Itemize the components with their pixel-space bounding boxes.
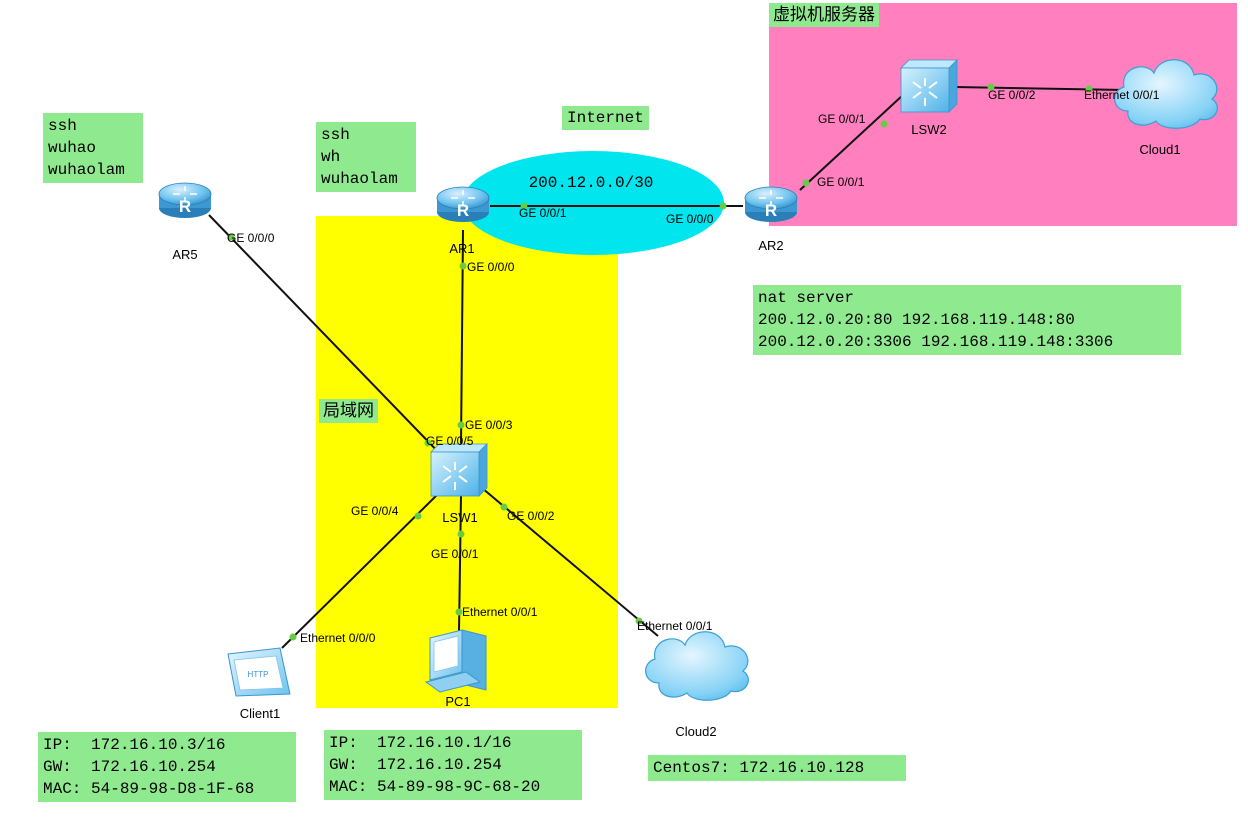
port-dot-lsw1-ge005 xyxy=(424,439,432,447)
cloud2-icon[interactable] xyxy=(645,631,749,701)
switch-lsw1-icon[interactable] xyxy=(430,443,488,497)
internet-zone xyxy=(462,151,724,255)
port-label-lsw2-ge001: GE 0/0/1 xyxy=(818,112,866,126)
link-lsw1-client1 xyxy=(281,491,441,649)
link-lsw1-cloud2 xyxy=(481,487,659,637)
note-line: wh xyxy=(321,148,341,166)
note-line: IP: 172.16.10.1/16 xyxy=(329,734,512,752)
port-dot-ar1-ge001 xyxy=(520,202,528,210)
internet-zone-title: Internet xyxy=(562,106,649,130)
port-label-cloud2-eth: Ethernet 0/0/1 xyxy=(637,619,713,633)
router-ar5-icon[interactable] xyxy=(158,182,212,219)
port-dot-lsw2-ge002 xyxy=(987,83,995,91)
port-label-ar5-ge000: GE 0/0/0 xyxy=(227,231,275,245)
note-line: IP: 172.16.10.3/16 xyxy=(43,736,226,754)
note-line: MAC: 54-89-98-D8-1F-68 xyxy=(43,780,255,798)
internet-subnet-label: 200.12.0.0/30 xyxy=(529,174,654,192)
client1-icon-text: HTTP xyxy=(248,670,269,679)
note-line: Centos7: 172.16.10.128 xyxy=(653,759,865,777)
port-dot-cloud1-eth xyxy=(1085,85,1093,93)
port-label-lsw2-ge002: GE 0/0/2 xyxy=(988,88,1036,102)
port-dot-pc1-eth xyxy=(455,608,463,616)
port-dot-ar2-ge000 xyxy=(719,202,727,210)
note-nat-server: nat server 200.12.0.20:80 192.168.119.148… xyxy=(753,285,1181,355)
note-ar1-ssh: ssh wh wuhaolam xyxy=(316,122,416,192)
note-line: GW: 172.16.10.254 xyxy=(43,758,216,776)
port-dot-lsw1-ge003 xyxy=(457,421,465,429)
note-ar5-ssh: ssh wuhao wuhaolam xyxy=(43,113,143,183)
device-label-cloud1: Cloud1 xyxy=(1139,142,1180,157)
port-dot-ar5-ge000 xyxy=(227,233,235,241)
port-label-ar1-ge000: GE 0/0/0 xyxy=(467,260,515,274)
port-label-ar2-ge001: GE 0/0/1 xyxy=(817,175,865,189)
note-line: wuhaolam xyxy=(48,161,125,179)
router-ar1-icon[interactable] xyxy=(436,186,490,223)
device-label-client1: Client1 xyxy=(240,706,280,721)
device-label-lsw1: LSW1 xyxy=(442,510,477,525)
note-line: wuhao xyxy=(48,139,97,157)
port-label-lsw1-ge003: GE 0/0/3 xyxy=(465,418,513,432)
port-label-lsw1-ge001: GE 0/0/1 xyxy=(431,547,479,561)
port-dot-lsw1-ge001 xyxy=(457,530,465,538)
lan-zone-title: 局域网 xyxy=(319,399,378,423)
link-ar2-lsw2 xyxy=(799,94,904,191)
note-line: wuhaolam xyxy=(321,170,398,188)
note-line: 200.12.0.20:3306 192.168.119.148:3306 xyxy=(758,333,1114,351)
port-dot-lsw2-ge001 xyxy=(880,120,888,128)
device-label-lsw2: LSW2 xyxy=(911,122,946,137)
pc1-icon[interactable] xyxy=(424,629,487,693)
device-label-cloud2: Cloud2 xyxy=(675,724,716,739)
link-ar5-lsw1 xyxy=(208,214,447,461)
device-label-ar5: AR5 xyxy=(172,247,197,262)
port-dot-client1-eth xyxy=(289,633,297,641)
port-label-ar1-ge001: GE 0/0/1 xyxy=(519,206,567,220)
device-label-ar2: AR2 xyxy=(758,238,783,253)
port-dot-cloud2-eth xyxy=(635,617,643,625)
note-cloud2-os: Centos7: 172.16.10.128 xyxy=(648,755,906,781)
vm-server-zone-title: 虚拟机服务器 xyxy=(769,3,879,27)
port-dot-ar2-ge001 xyxy=(802,179,810,187)
device-label-ar1: AR1 xyxy=(449,241,474,256)
client1-icon[interactable]: HTTP xyxy=(227,647,291,697)
note-line: GW: 172.16.10.254 xyxy=(329,756,502,774)
port-dot-ar1-ge000 xyxy=(459,262,467,270)
port-dot-lsw1-ge002 xyxy=(500,503,508,511)
port-label-ar2-ge000: GE 0/0/0 xyxy=(666,212,714,226)
port-label-lsw1-ge005: GE 0/0/5 xyxy=(426,434,474,448)
port-label-lsw1-ge002: GE 0/0/2 xyxy=(507,509,555,523)
note-line: ssh xyxy=(48,117,77,135)
port-dot-lsw1-ge004 xyxy=(414,512,422,520)
port-label-client1-eth: Ethernet 0/0/0 xyxy=(300,631,376,645)
note-line: ssh xyxy=(321,126,350,144)
note-line: 200.12.0.20:80 192.168.119.148:80 xyxy=(758,311,1075,329)
router-ar2-icon[interactable] xyxy=(744,186,798,223)
device-label-pc1: PC1 xyxy=(445,694,470,709)
port-label-lsw1-ge004: GE 0/0/4 xyxy=(351,504,399,518)
note-line: MAC: 54-89-98-9C-68-20 xyxy=(329,778,541,796)
note-line: nat server xyxy=(758,289,855,307)
switch-lsw2-icon[interactable] xyxy=(900,59,958,113)
port-label-cloud1-eth: Ethernet 0/0/1 xyxy=(1084,88,1160,102)
link-lsw2-cloud1 xyxy=(954,86,1126,91)
port-label-pc1-eth: Ethernet 0/0/1 xyxy=(462,605,538,619)
